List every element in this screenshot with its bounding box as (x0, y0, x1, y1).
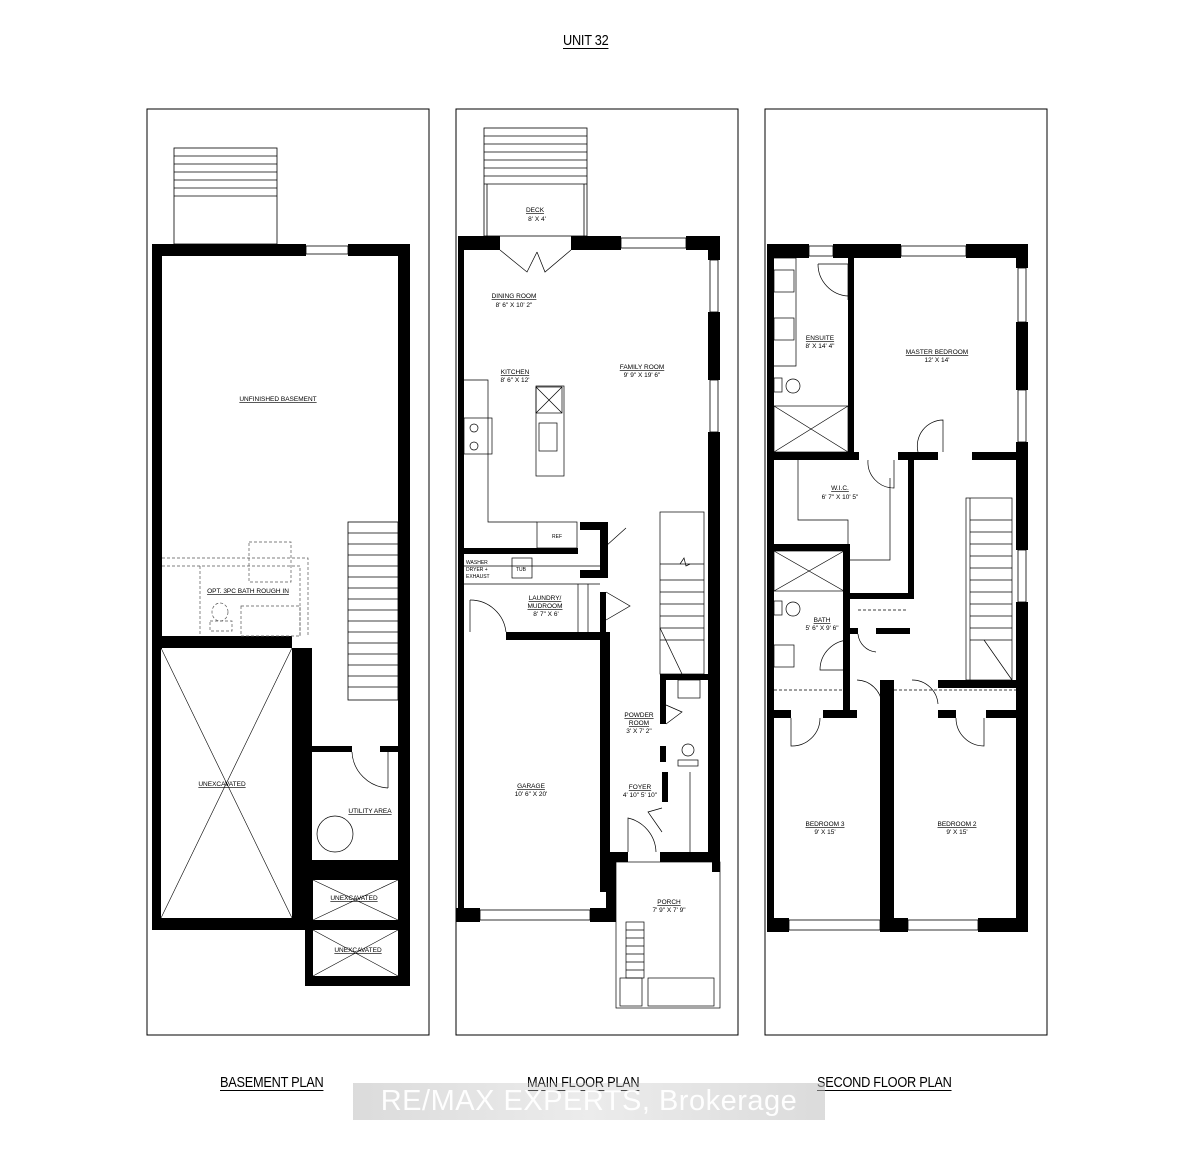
room-label-laundry: LAUNDRY/ (529, 595, 562, 602)
room-dim-powder-room: 3' X 7' 2" (626, 728, 652, 735)
room-label-master-bedroom: MASTER BEDROOM (906, 349, 968, 356)
deck (483, 127, 588, 237)
room-dim-wic: 6' 7" X 10' 5" (822, 494, 859, 501)
washer-label-2: DRYER + (466, 567, 488, 573)
basement-exterior-stairs (173, 147, 278, 245)
room-dim-bedroom-2: 9' X 15' (946, 829, 967, 836)
main-stairs (659, 511, 705, 675)
room-label-unexcavated-3: UNEXCAVATED (334, 947, 382, 954)
ref-label: REF (552, 534, 562, 540)
room-label-unexcavated: UNEXCAVATED (198, 781, 246, 788)
washer-label-3: EXHAUST (466, 574, 490, 580)
room-dim-foyer: 4' 10" 5' 10" (623, 792, 658, 799)
room-label-bath: BATH (814, 617, 831, 624)
room-label-family-room: FAMILY ROOM (620, 364, 665, 371)
basement-sheet-frame (146, 108, 430, 1036)
tub-label: TUB (516, 567, 527, 573)
room-dim-laundry: 8' 7" X 6' (533, 611, 558, 618)
room-label-dining-room: DINING ROOM (492, 293, 537, 300)
room-dim-dining-room: 8' 6" X 10' 2" (496, 302, 533, 309)
room-dim-bath: 5' 6" X 9' 6" (805, 625, 839, 632)
room-label-bedroom-2: BEDROOM 2 (937, 821, 976, 828)
second-floor-plan: ENSUITE 8' X 14' 4" MASTER BEDROOM 12' X… (767, 244, 1028, 932)
room-label-ensuite: ENSUITE (806, 335, 835, 342)
room-label-kitchen: KITCHEN (501, 369, 530, 376)
brokerage-watermark: RE/MAX EXPERTS, Brokerage (353, 1083, 825, 1120)
room-label-porch: PORCH (657, 899, 681, 906)
second-floor-plan-title: SECOND FLOOR PLAN (817, 1074, 952, 1091)
room-dim-kitchen: 8' 6" X 12' (500, 377, 529, 384)
room-label-deck: DECK (526, 207, 545, 214)
room-label-mudroom: MUDROOM (527, 603, 562, 610)
room-dim-garage: 10' 6" X 20' (515, 791, 548, 798)
washer-label-1: WASHER (466, 560, 488, 566)
room-dim-family-room: 9' 9" X 19' 6" (624, 372, 661, 379)
basement-plan-title: BASEMENT PLAN (220, 1074, 324, 1091)
main-sheet-frame (455, 108, 739, 1036)
room-dim-bedroom-3: 9' X 15' (814, 829, 835, 836)
room-label-unexcavated-2: UNEXCAVATED (330, 895, 378, 902)
room-label-garage: GARAGE (517, 783, 545, 790)
room-dim-porch: 7' 9" X 7' 9" (652, 907, 686, 914)
room-label-bath-rough-in: OPT. 3PC BATH ROUGH IN (207, 588, 289, 595)
room-dim-ensuite: 8' X 14' 4" (805, 343, 835, 350)
room-label-wic: W.I.C. (831, 485, 849, 492)
room-label-powder-room-2: ROOM (629, 720, 649, 727)
unit-title: UNIT 32 (563, 32, 609, 49)
basement-stairs (347, 521, 399, 701)
refrigerator (536, 521, 578, 549)
basement-plan: UNFINISHED BASEMENT OPT. 3PC BATH ROUGH … (152, 147, 410, 986)
room-dim-deck: 8' X 4' (528, 216, 546, 223)
main-floor-plan: REF WASHER DRYER + EXHAUST TUB (456, 127, 721, 1009)
room-label-bedroom-3: BEDROOM 3 (805, 821, 844, 828)
kitchen-counters (463, 379, 578, 549)
room-label-utility-area: UTILITY AREA (348, 808, 392, 815)
room-label-foyer: FOYER (629, 784, 652, 791)
room-dim-master-bedroom: 12' X 14' (925, 357, 950, 364)
room-label-powder-room-1: POWDER (624, 712, 654, 719)
second-sheet-frame (764, 108, 1048, 1036)
room-label-unfinished-basement: UNFINISHED BASEMENT (239, 396, 316, 403)
